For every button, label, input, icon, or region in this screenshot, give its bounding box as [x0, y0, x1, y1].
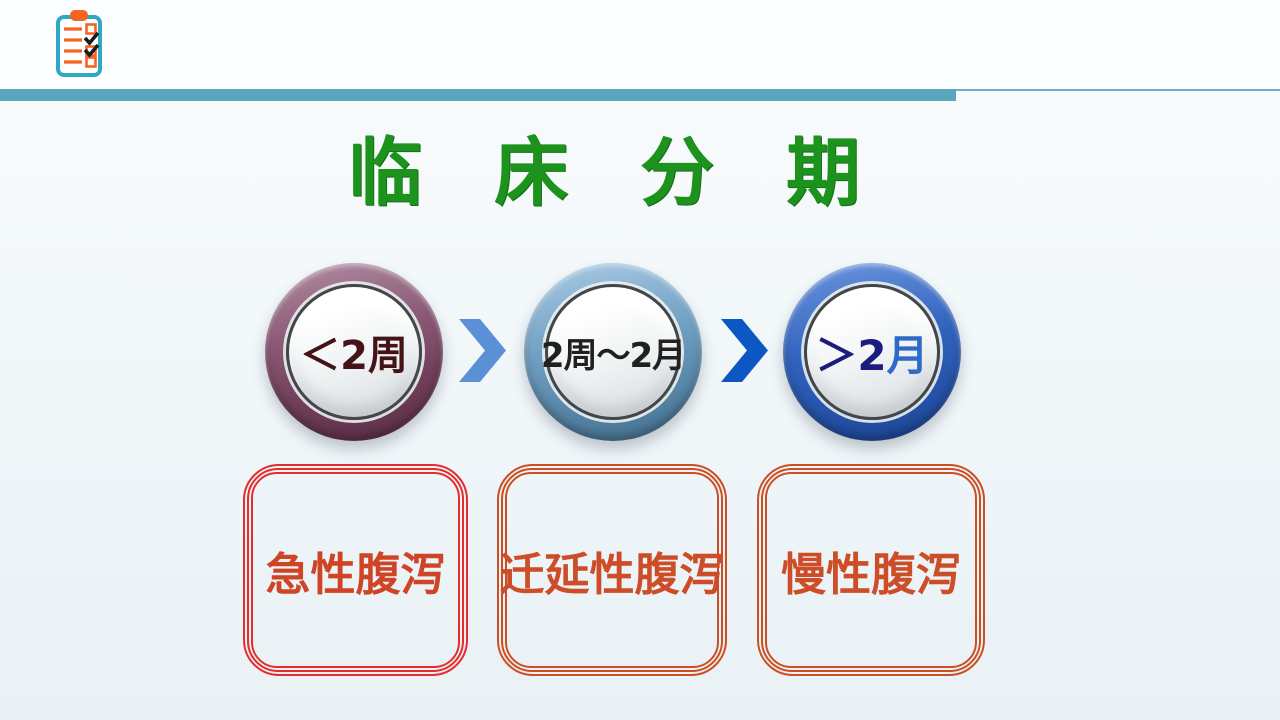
header-band — [0, 0, 1280, 89]
page-title: 临 床 分 期 — [0, 136, 1208, 210]
category-box-frame: 急性腹泻 — [247, 468, 464, 672]
title-char: 床 — [494, 130, 568, 216]
stage-circle-face: ＜2周 — [286, 284, 422, 420]
stage-duration-label: ＞2月 — [815, 322, 928, 383]
flow-arrow-icon — [721, 319, 768, 382]
title-char: 分 — [640, 130, 714, 216]
duration-part: 月 — [886, 330, 929, 380]
category-label: 迁延性腹泻 — [499, 547, 725, 601]
stage-circle-face: 2周～2月 — [541, 284, 686, 420]
category-label: 急性腹泻 — [265, 547, 446, 601]
stage-circle-chronic: ＞2月 — [783, 263, 961, 441]
category-box-frame: 慢性腹泻 — [765, 472, 977, 668]
category-label: 慢性腹泻 — [780, 547, 961, 601]
category-box-chronic: 慢性腹泻 — [757, 464, 985, 676]
stage-circle-face: ＞2月 — [804, 284, 940, 420]
stage-duration-label: 2周～2月 — [540, 335, 686, 376]
clipboard-checklist-icon — [56, 10, 102, 77]
category-box-frame: 迁延性腹泻 — [500, 468, 725, 672]
duration-part: ＞2 — [815, 330, 887, 380]
category-box-frame: 急性腹泻 — [251, 472, 460, 668]
stage-circle-persistent: 2周～2月 — [524, 263, 702, 441]
category-box-acute: 急性腹泻 — [243, 464, 468, 676]
divider-bar — [0, 89, 956, 101]
stage-circle-acute: ＜2周 — [265, 263, 443, 441]
category-box-persistent: 迁延性腹泻 — [497, 464, 727, 676]
title-char: 期 — [786, 130, 860, 216]
divider-line — [956, 89, 1280, 91]
category-box-frame: 迁延性腹泻 — [500, 472, 725, 668]
title-char: 临 — [348, 130, 422, 216]
flow-arrow-icon — [459, 319, 506, 382]
stage-duration-label: ＜2周 — [300, 333, 408, 379]
category-box-frame: 慢性腹泻 — [761, 468, 981, 672]
